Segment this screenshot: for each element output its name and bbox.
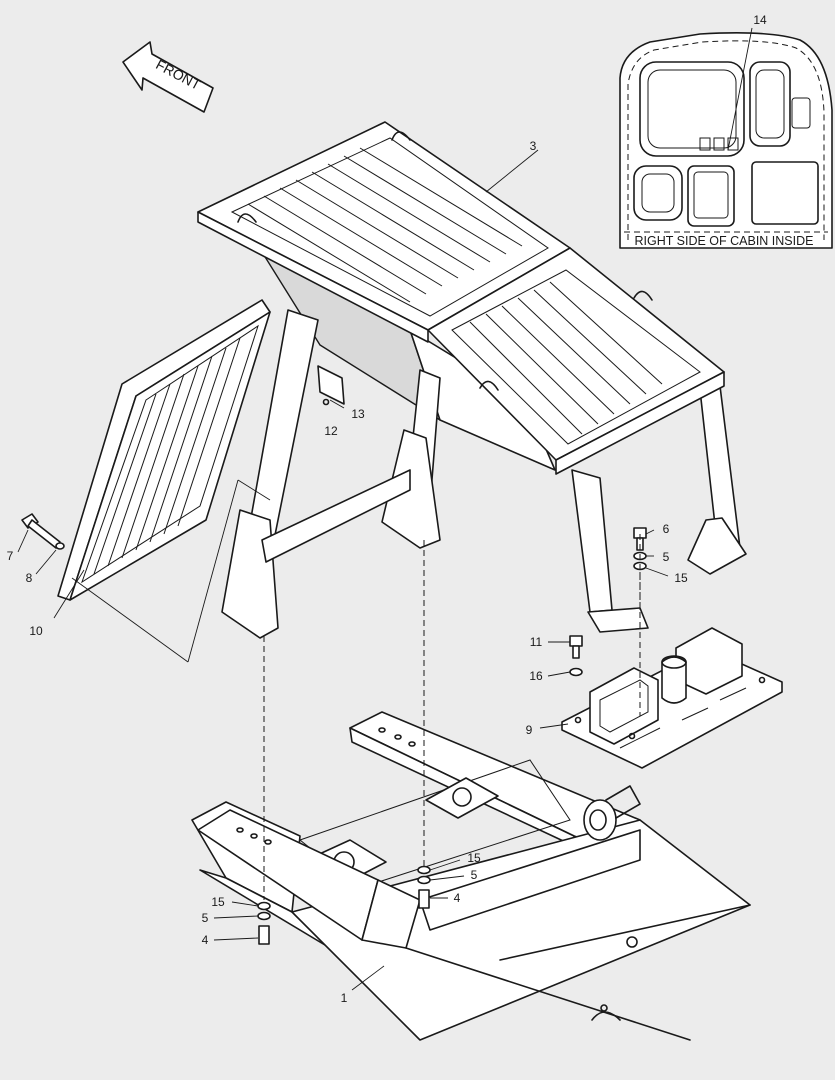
top-guard-slats-rear [247,147,523,303]
callout-4b: 4 [202,933,209,947]
callout-9: 9 [526,723,533,737]
side-guard-slats [93,337,241,575]
alignment-lines [263,530,641,900]
callout-13: 13 [351,407,365,421]
inset-caption: RIGHT SIDE OF CABIN INSIDE [635,234,814,248]
base-frame [191,711,751,1041]
mounting-bracket-plate [561,627,783,769]
callout-11: 11 [530,635,543,649]
top-guard-assembly [197,121,747,639]
callout-15a: 15 [674,571,688,585]
callout-15c: 15 [211,895,225,909]
callout-6: 6 [663,522,670,536]
callout-3: 3 [530,139,537,153]
callout-15b: 15 [467,851,481,865]
callout-7: 7 [7,549,14,563]
front-direction-arrow: FRONT [122,41,214,113]
callout-16: 16 [529,669,543,683]
callout-1: 1 [341,991,348,1005]
leader-lines [17,529,669,941]
callout-14: 14 [753,13,767,27]
callout-5c: 5 [202,911,209,925]
callout-12: 12 [324,424,338,438]
side-guard-assembly [21,299,271,663]
callout-10: 10 [29,624,43,638]
callout-8: 8 [26,571,33,585]
callout-5b: 5 [471,868,478,882]
top-guard-slats-front [469,281,663,435]
callout-5a: 5 [663,550,670,564]
callout-4a: 4 [454,891,461,905]
fasteners [257,527,647,945]
cabin-inset: 14 RIGHT SIDE OF CABIN INSIDE [619,13,833,249]
callout-labels: 3 13 12 7 8 10 6 5 15 11 16 9 15 5 4 15 … [7,139,688,1005]
